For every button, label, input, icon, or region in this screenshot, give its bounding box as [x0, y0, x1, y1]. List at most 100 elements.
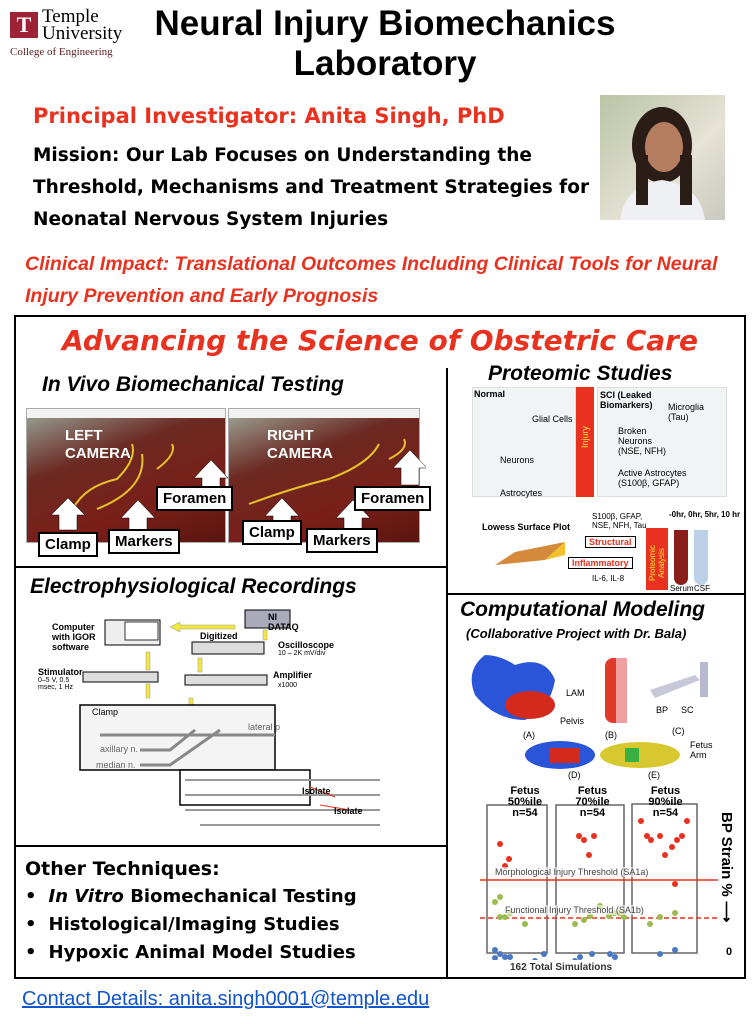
median-label: median n.: [96, 760, 136, 770]
page-title: Neural Injury Biomechanics Laboratory: [154, 4, 616, 83]
computer-label: Computer with IGOR software: [52, 622, 96, 652]
amplifier-label: Amplifier: [273, 670, 313, 680]
proteomic-analysis-box: Proteomic Analysis: [646, 528, 668, 590]
markers-label: Markers: [306, 528, 378, 553]
stimulator-spec: 0–5 V, 0.5 msec, 1 Hz: [38, 677, 74, 691]
clamp-label: Clamp: [38, 532, 98, 557]
total-simulations: 162 Total Simulations: [510, 962, 613, 973]
temple-logo: T Temple University College of Engineeri…: [4, 6, 134, 58]
contact-link[interactable]: Contact Details: anita.singh0001@temple.…: [22, 988, 430, 1010]
normal-label: Normal: [474, 389, 506, 399]
technique-item: Histological/Imaging Studies: [25, 911, 357, 939]
func-threshold-label: Functional Injury Threshold (SA1b): [505, 905, 644, 915]
divider: [14, 845, 447, 847]
amplifier-spec: x1000: [278, 682, 298, 689]
lateral-label: lateral p: [248, 722, 281, 732]
lam-label: LAM: [566, 688, 585, 698]
sci-panel: [597, 387, 727, 497]
electro-setup-diagram: [79, 609, 380, 826]
bp-label: BP: [656, 705, 669, 715]
logo-line2: University: [42, 23, 123, 44]
lowess-label: Lowess Surface Plot: [482, 522, 571, 532]
pelvis-label: Pelvis: [560, 716, 585, 726]
sci-label: SCI (Leaked Biomarkers): [600, 390, 653, 410]
sc-label: SC: [681, 705, 694, 715]
inflammatory-label: Inflammatory: [568, 557, 633, 569]
morph-threshold-label: Morphological Injury Threshold (SA1a): [495, 867, 649, 877]
technique-text: Histological/Imaging Studies: [48, 914, 340, 935]
serum-label: Serum: [670, 584, 694, 593]
isolate-label: Isolate: [302, 786, 331, 796]
technique-item: In Vitro Biomechanical Testing: [25, 883, 357, 911]
y-axis-label: BP Strain % ⟶: [718, 812, 735, 923]
normal-panel: [472, 387, 576, 497]
markers-list: S100β, GFAP, NSE, NFH, Tau: [592, 512, 647, 530]
astrocytes-label: Astrocytes: [500, 488, 543, 498]
y-axis-zero: 0: [726, 946, 733, 958]
group-70-label: Fetus 70%ile n=54: [575, 785, 610, 819]
right-camera-label: RIGHT CAMERA: [267, 427, 333, 462]
fetus-arm-label: Fetus Arm: [690, 740, 713, 760]
left-camera-label: LEFT CAMERA: [65, 427, 131, 462]
strain-scatter-plot: [480, 803, 718, 960]
il-label: IL-6, IL-8: [592, 574, 625, 583]
serum-tube: [674, 530, 688, 585]
lowess-surface-plot: [495, 542, 565, 565]
mission-statement: Mission: Our Lab Focuses on Understandin…: [33, 145, 590, 230]
oscilloscope-spec: 10 – 2K mV/div: [278, 650, 326, 657]
divider: [14, 566, 447, 568]
digitized-label: Digitized: [200, 631, 238, 641]
analysis-label: Proteomic Analysis: [648, 545, 666, 582]
label-c: (C): [672, 726, 685, 736]
computational-subtitle: (Collaborative Project with Dr. Bala): [466, 626, 687, 641]
injury-label: Injury: [580, 426, 590, 449]
clamp-label: Clamp: [92, 707, 119, 717]
other-techniques-title: Other Techniques:: [25, 858, 220, 880]
group-90-label: Fetus 90%ile n=54: [648, 785, 683, 819]
microglia-label: Microglia (Tau): [668, 402, 705, 422]
in-vivo-title: In Vivo Biomechanical Testing: [42, 373, 344, 396]
oscilloscope-label: Oscilloscope: [278, 640, 335, 650]
glial-label: Glial Cells: [532, 414, 573, 424]
foramen-label: Foramen: [156, 486, 234, 511]
label-a: (A): [523, 730, 535, 740]
technique-em: In Vitro: [48, 886, 124, 907]
technique-text: Hypoxic Animal Model Studies: [48, 942, 356, 963]
banner-heading: Advancing the Science of Obstetric Care: [62, 324, 698, 357]
temple-t-mark: T: [10, 12, 38, 38]
structural-label: Structural: [585, 536, 636, 548]
content-frame: [14, 315, 746, 979]
technique-text: Biomechanical Testing: [123, 886, 357, 907]
stimulator-label: Stimulator: [38, 667, 83, 677]
proteomic-title: Proteomic Studies: [488, 362, 673, 385]
clamp-label: Clamp: [242, 520, 302, 545]
group-50-label: Fetus 50%ile n=54: [507, 785, 543, 819]
divider: [446, 593, 746, 595]
investigator-photo: [600, 95, 725, 220]
label-e: (E): [648, 770, 660, 780]
isolate-label: Isolate: [334, 806, 363, 816]
ni-dataq-label: NI DATAQ: [268, 612, 299, 632]
principal-investigator: Principal Investigator: Anita Singh, PhD: [33, 104, 505, 128]
times-label: -0hr, 0hr, 5hr, 10 hr: [669, 510, 741, 519]
technique-item: Hypoxic Animal Model Studies: [25, 939, 357, 967]
csf-label: CSF: [694, 584, 710, 593]
clinical-impact: Clinical Impact: Translational Outcomes …: [25, 253, 718, 307]
injury-bar: Injury: [576, 387, 594, 497]
computational-title: Computational Modeling: [460, 598, 705, 621]
axillary-label: axillary n.: [100, 744, 139, 754]
markers-label: Markers: [108, 529, 180, 554]
other-techniques: Other Techniques: In Vitro Biomechanical…: [25, 855, 357, 967]
logo-college: College of Engineering: [10, 46, 113, 58]
electro-title: Electrophysiological Recordings: [30, 575, 357, 598]
active-astrocytes-label: Active Astrocytes (S100β, GFAP): [618, 468, 687, 488]
logo-line1: Temple: [42, 6, 99, 27]
label-b: (B): [605, 730, 617, 740]
fe-models-figure: [471, 655, 708, 769]
foramen-label: Foramen: [354, 486, 432, 511]
csf-tube: [694, 530, 708, 585]
label-d: (D): [568, 770, 581, 780]
broken-neurons-label: Broken Neurons (NSE, NFH): [618, 426, 666, 456]
neurons-label: Neurons: [500, 455, 535, 465]
column-divider: [446, 368, 448, 978]
